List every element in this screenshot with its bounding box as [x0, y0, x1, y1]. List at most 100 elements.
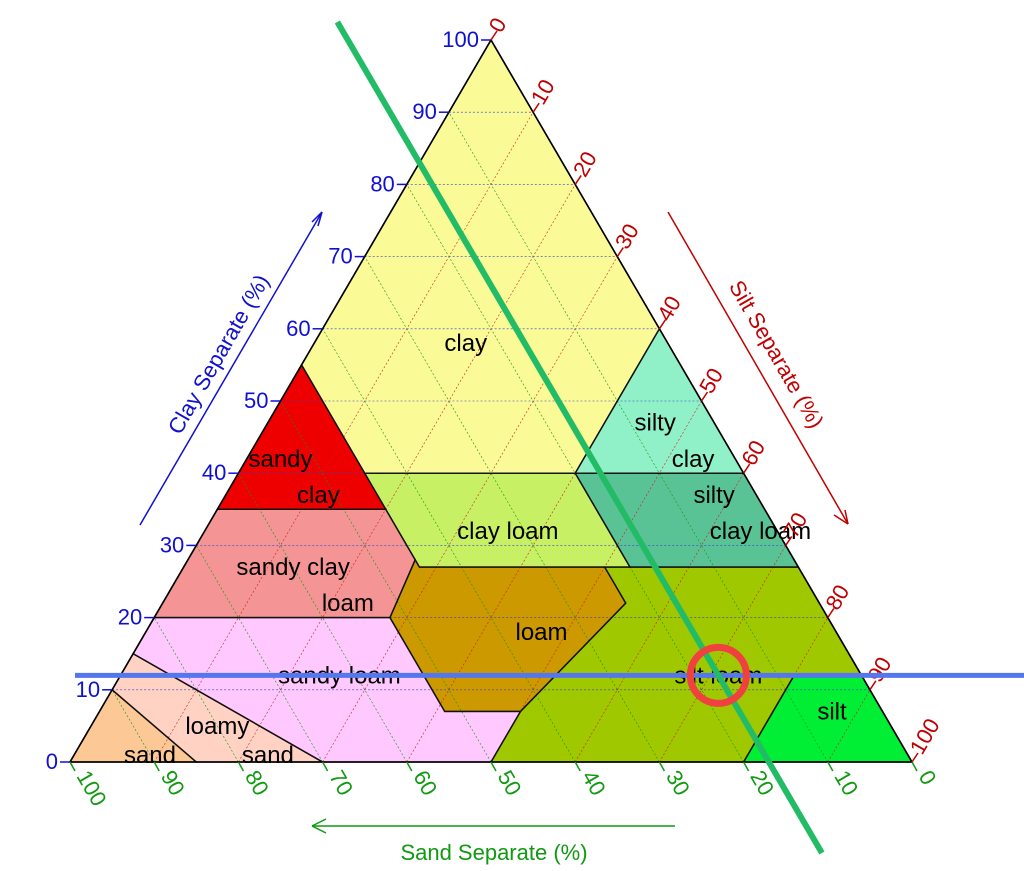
silt-tick-mark	[785, 535, 793, 546]
silt-tick-label: 40	[652, 292, 686, 326]
clay-tick-label: 0	[46, 749, 58, 774]
silt-tick-mark	[616, 247, 624, 258]
clay-axis-arrowhead	[311, 211, 323, 227]
sand-tick-mark	[69, 761, 76, 772]
region-silty-clay-loam	[575, 473, 799, 568]
region-clay	[301, 40, 660, 474]
region-sandy-loam	[133, 617, 521, 762]
silt-tick-label: 90	[863, 653, 897, 687]
label-silty-clay-loam: clay loam	[710, 518, 811, 545]
clay-tick-label: 50	[244, 388, 268, 413]
sand-axis-title: Sand Separate (%)	[400, 840, 587, 865]
sand-tick-label: 40	[577, 766, 611, 800]
label-clay-loam: clay loam	[457, 518, 558, 545]
sand-tick-label: 50	[493, 766, 527, 800]
silt-tick-mark	[574, 174, 582, 185]
grid-silt-line	[659, 545, 786, 763]
label-loamy-sand: sand	[242, 742, 294, 769]
sand-tick-label: 90	[156, 766, 190, 800]
sand-tick-label: 60	[408, 766, 442, 800]
clay-tick-label: 20	[118, 605, 142, 630]
sand-tick-mark	[574, 761, 581, 772]
silt-tick-label: 60	[736, 436, 770, 470]
sand-tick-mark	[153, 761, 160, 772]
silt-axis-arrowhead	[833, 509, 849, 525]
texture-regions	[70, 40, 912, 762]
clay-tick-label: 10	[76, 677, 100, 702]
silt-tick-label: 30	[610, 219, 644, 253]
overlay-annotations	[75, 20, 1024, 855]
region-sandy-clay-loam	[154, 509, 416, 618]
silt-tick-label: 80	[820, 580, 854, 614]
sand-tick-label: 0	[914, 766, 942, 789]
clay-tick-label: 40	[202, 460, 226, 485]
label-sand: sand	[124, 742, 176, 769]
grid-sand-line	[406, 184, 744, 763]
grid-sand-line	[111, 689, 155, 763]
silt-tick-label: 100	[905, 714, 945, 758]
clay-tick-label: 80	[370, 171, 394, 196]
region-labels: clay sandy clay silty clay silty clay loam clay…	[124, 330, 847, 769]
grid-silt-line	[490, 400, 702, 763]
label-silty-clay: clay	[672, 446, 715, 473]
label-loamy-sand: loamy	[185, 713, 249, 740]
sand-tick-label: 10	[829, 766, 863, 800]
silt-tick-label: 50	[694, 364, 728, 398]
silt-axis-title: Silt Separate (%)	[724, 276, 829, 433]
grid-silt-line	[827, 689, 871, 763]
clay-tick-label: 90	[412, 99, 436, 124]
grid-sand-line	[448, 112, 829, 763]
silt-tick-mark	[911, 752, 919, 763]
label-sandy-clay: sandy	[248, 446, 312, 473]
clay-tick-label: 100	[442, 27, 479, 52]
sand-tick-mark	[827, 761, 834, 772]
sand-axis-arrowhead	[311, 818, 327, 834]
sand-tick-mark	[911, 761, 918, 772]
label-silt: silt	[817, 698, 847, 725]
sand-tick-mark	[490, 761, 497, 772]
silt-tick-mark	[532, 102, 540, 113]
intersection-marker	[686, 643, 750, 707]
sand-tick-label: 100	[72, 766, 112, 810]
grid-silt-line	[238, 184, 576, 763]
silt-tick-mark	[742, 463, 751, 474]
sand-tick-mark	[321, 761, 329, 772]
diagonal-sand-line	[334, 20, 825, 855]
silt-tick-mark	[658, 319, 667, 330]
grid-sand-line	[196, 545, 323, 763]
region-clay-loam	[364, 473, 630, 568]
silt-axis-arrow	[667, 211, 849, 525]
label-sandy-clay-loam: sandy clay	[236, 554, 349, 581]
silt-tick-label: 10	[526, 75, 560, 109]
label-loam: loam	[516, 619, 568, 646]
grid-sand-line	[280, 400, 492, 763]
sand-tick-label: 80	[240, 766, 274, 800]
label-sandy-clay: clay	[297, 482, 340, 509]
silt-tick-label: 0	[484, 13, 512, 36]
label-sandy-clay-loam: loam	[322, 590, 374, 617]
clay-tick-label: 30	[160, 532, 184, 557]
silt-tick-mark	[490, 30, 498, 41]
silt-tick-mark	[700, 391, 709, 402]
silt-tick-label: 20	[568, 147, 602, 181]
silt-tick-mark	[869, 680, 877, 691]
sand-tick-label: 30	[661, 766, 695, 800]
sand-tick-label: 70	[324, 766, 358, 800]
clay-axis-title: Clay Separate (%)	[163, 270, 275, 438]
label-clay: clay	[444, 330, 487, 357]
silt-tick-mark	[827, 608, 835, 619]
sand-tick-mark	[658, 761, 666, 772]
clay-tick-label: 60	[286, 316, 310, 341]
sand-tick-mark	[406, 761, 413, 772]
clay-axis-arrow	[139, 211, 323, 526]
sand-tick-mark	[237, 761, 245, 772]
label-silty-clay-loam: silty	[693, 482, 734, 509]
region-silty-clay	[575, 328, 744, 474]
label-silty-clay: silty	[635, 410, 676, 437]
clay-tick-label: 70	[328, 244, 352, 269]
region-silt	[743, 675, 912, 762]
region-silt-loam	[491, 567, 862, 762]
sand-tick-mark	[742, 761, 750, 772]
